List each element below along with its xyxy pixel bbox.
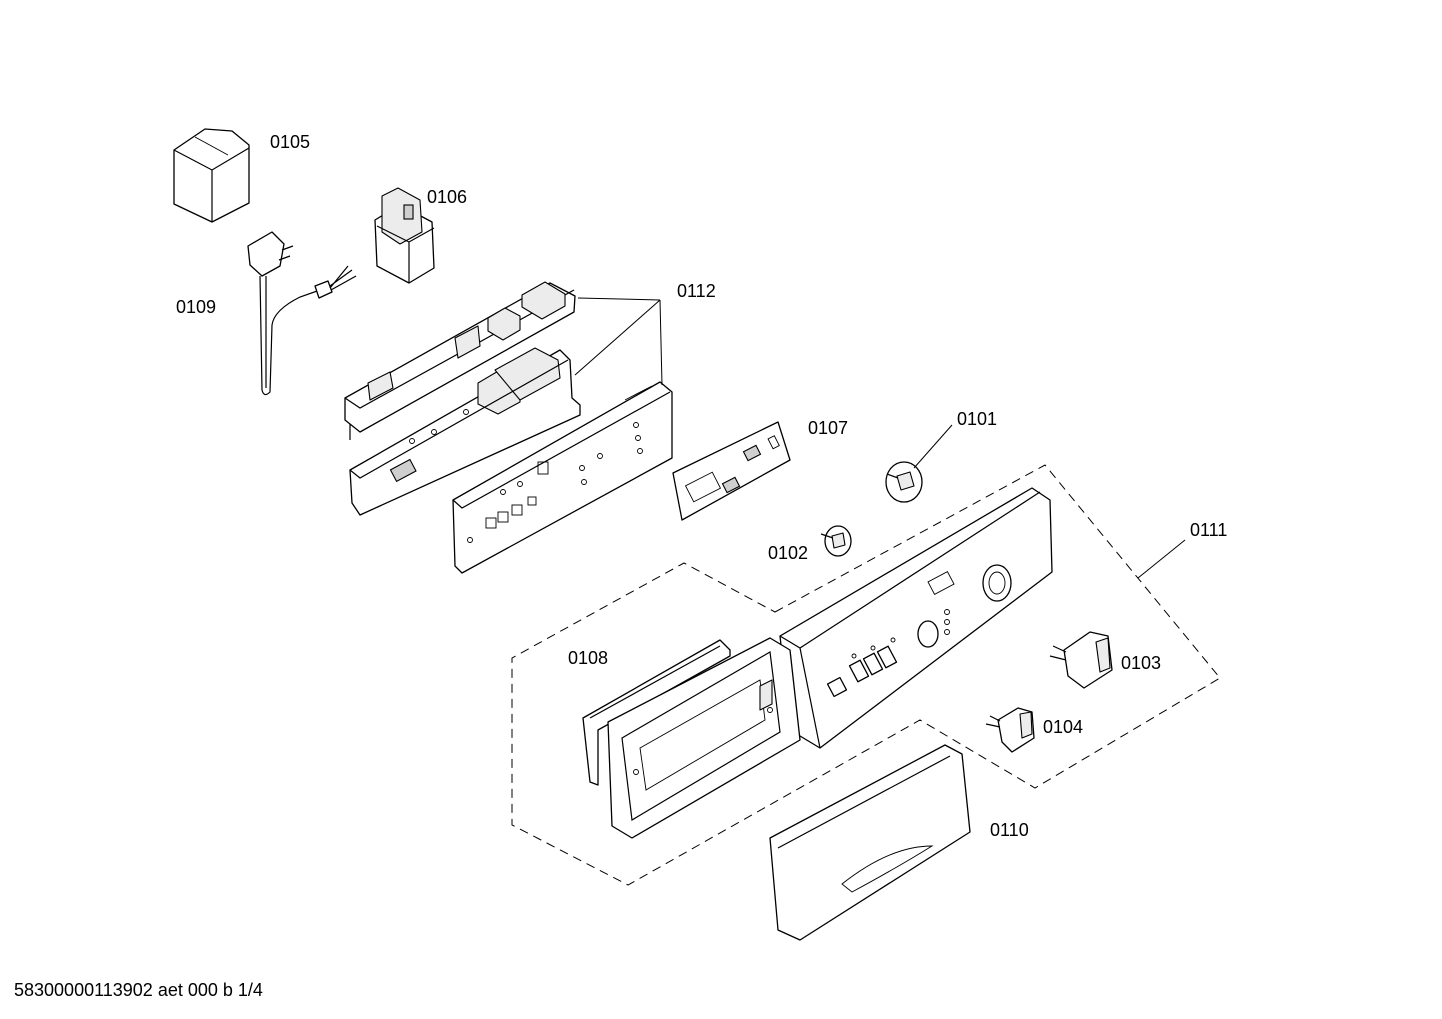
part-0103-knob xyxy=(1049,631,1113,689)
label-0101: 0101 xyxy=(957,409,997,429)
label-0109: 0109 xyxy=(176,297,216,317)
part-0102-shaft xyxy=(820,525,852,557)
label-0110: 0110 xyxy=(990,820,1029,840)
label-0105: 0105 xyxy=(270,132,310,152)
part-0109-mains-cable xyxy=(247,231,357,396)
part-0107-display-board xyxy=(672,421,791,521)
part-0112-rail xyxy=(344,281,576,440)
part-0101-shaft xyxy=(885,424,953,503)
label-0106: 0106 xyxy=(427,187,467,207)
label-0107: 0107 xyxy=(808,418,848,438)
part-labels: 0105 0106 0109 0112 0107 0101 0111 0102 … xyxy=(176,132,1227,840)
drawer-frame xyxy=(607,637,801,839)
label-0111: 0111 xyxy=(1190,520,1227,540)
control-panel-fascia xyxy=(779,487,1053,749)
part-0110-drawer-front xyxy=(769,744,971,941)
assembly-outline-0111 xyxy=(511,464,1221,886)
part-0112-pcb xyxy=(452,381,673,574)
leaders-0112 xyxy=(574,297,663,386)
part-0106-bracket xyxy=(374,187,435,284)
label-0108: 0108 xyxy=(568,648,608,668)
label-0112: 0112 xyxy=(677,281,716,301)
part-0112-housing xyxy=(349,347,581,516)
part-0104-knob xyxy=(985,707,1035,753)
document-footer-code: 58300000113902 aet 000 b 1/4 xyxy=(14,980,263,1000)
label-0104: 0104 xyxy=(1043,717,1083,737)
label-0102: 0102 xyxy=(768,543,808,563)
label-0103: 0103 xyxy=(1121,653,1161,673)
part-0105-cover xyxy=(173,128,250,223)
